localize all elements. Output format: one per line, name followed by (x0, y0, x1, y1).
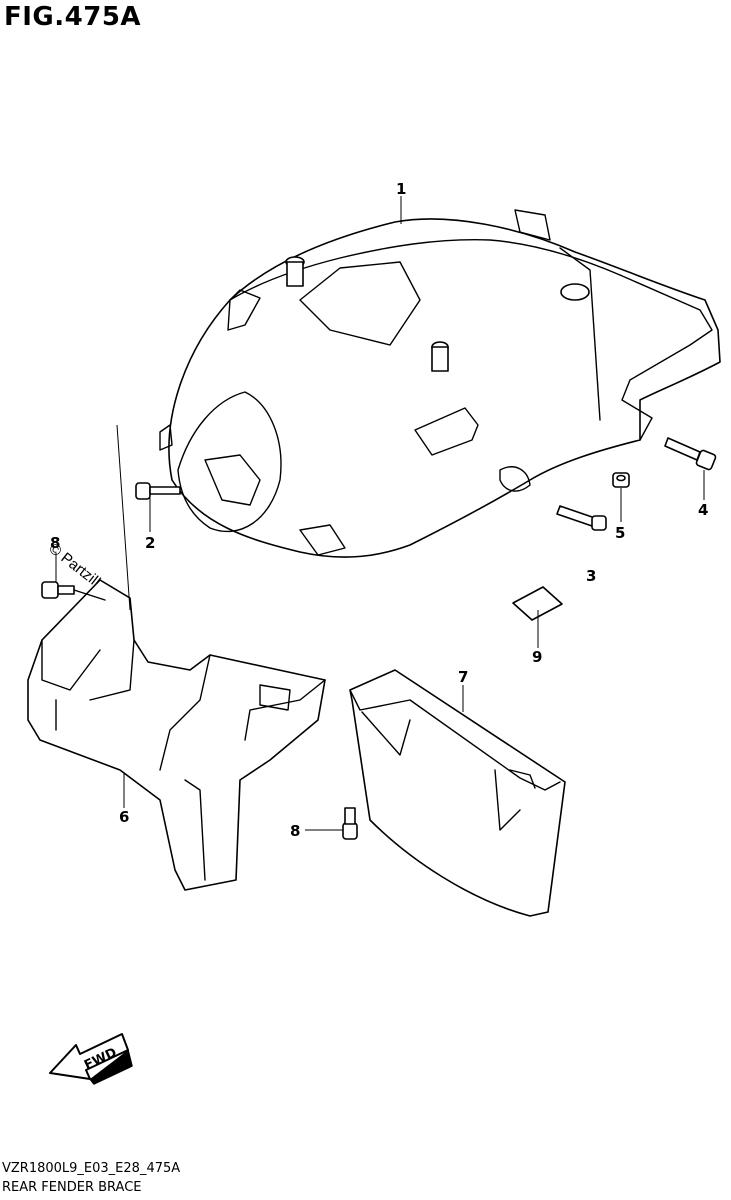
callout-1: 1 (396, 180, 406, 198)
model-code: VZR1800L9_E03_E28_475A (2, 1161, 181, 1176)
part-4-bolt[interactable] (664, 437, 717, 500)
callout-8-left: 8 (50, 534, 60, 552)
figure-title: FIG.475A (4, 2, 142, 32)
callout-6: 6 (119, 808, 129, 826)
lead-line-left (116, 424, 131, 611)
diagram-caption: REAR FENDER BRACE (2, 1180, 142, 1195)
part-6-left-brace[interactable] (27, 579, 326, 891)
callout-2: 2 (145, 534, 155, 552)
part-5-nut[interactable] (612, 472, 630, 522)
callout-3: 3 (586, 567, 596, 585)
callout-7: 7 (458, 668, 468, 686)
part-8-bolt-right[interactable] (305, 807, 358, 840)
part-8-bolt-left[interactable] (41, 553, 106, 601)
part-7-right-brace[interactable] (349, 669, 566, 917)
callout-5: 5 (615, 524, 625, 542)
bolt-near-part-5[interactable] (556, 505, 607, 531)
callout-4: 4 (698, 501, 708, 519)
part-2-bolt[interactable] (135, 482, 181, 532)
part-1-rear-fender[interactable] (159, 209, 721, 558)
fwd-arrow-icon: FWD (49, 1033, 133, 1085)
part-9-pad[interactable] (512, 586, 563, 648)
callout-9: 9 (532, 648, 542, 666)
callout-8-right: 8 (290, 822, 300, 840)
